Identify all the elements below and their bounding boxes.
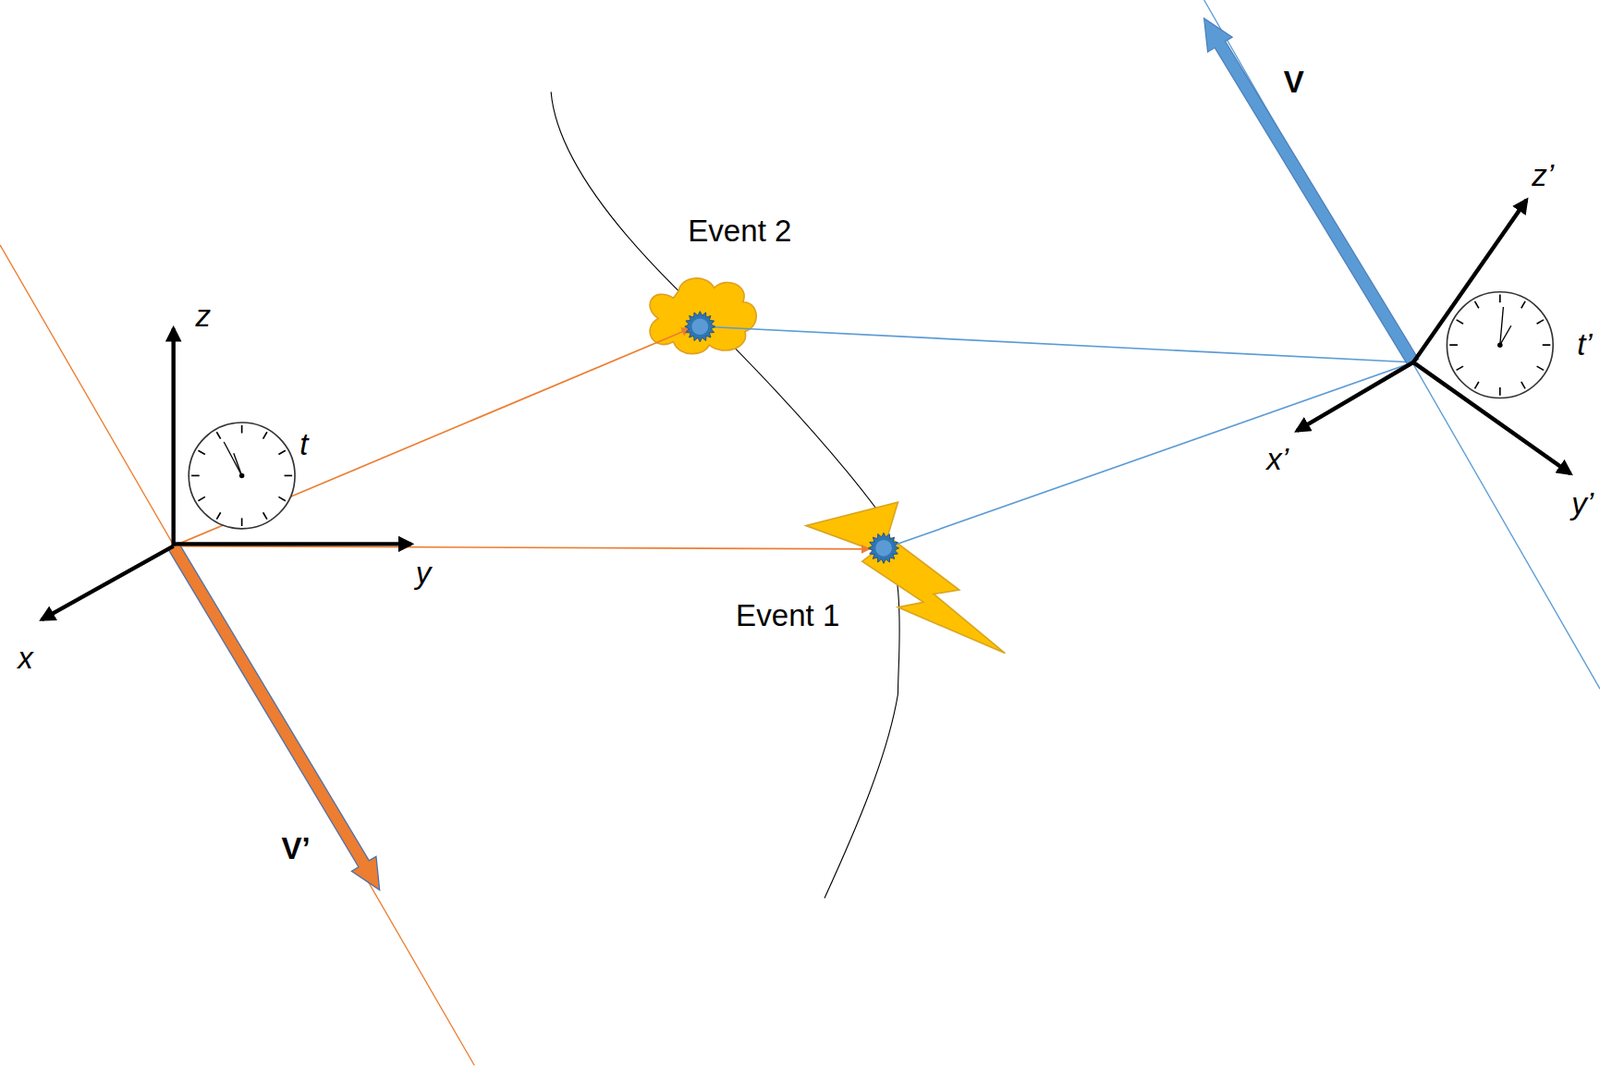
clock-tick	[1449, 343, 1458, 346]
clock-icon	[188, 422, 295, 529]
clock-tick	[278, 450, 285, 454]
clock-tick	[1521, 301, 1526, 308]
event-dot-core	[875, 539, 892, 557]
clock-hand	[1500, 325, 1512, 345]
clock-tick	[216, 431, 220, 439]
clock-tick	[1542, 343, 1552, 346]
clock-tick	[241, 517, 244, 526]
event-curve	[550, 91, 900, 898]
event-dot	[867, 532, 899, 563]
clock-label: t	[299, 427, 308, 461]
clock-icon	[1446, 292, 1553, 399]
clock-tick	[1499, 294, 1502, 304]
velocity-label: V’	[280, 830, 310, 865]
clock-tick	[263, 512, 268, 519]
axes-right	[1296, 199, 1571, 474]
blue-ray	[885, 362, 1414, 549]
axis-label: y’	[1571, 486, 1594, 520]
clock-tick	[1456, 366, 1464, 370]
clock-center	[239, 473, 245, 479]
clock-center	[1497, 341, 1503, 348]
event-dot-core	[691, 317, 709, 335]
clock-tick	[197, 450, 205, 454]
axis-line	[170, 328, 175, 546]
clock-tick	[1475, 381, 1479, 389]
orange-ray	[173, 546, 870, 550]
velocity-arrow	[1204, 18, 1419, 366]
clock-hand	[233, 452, 243, 476]
clock-tick	[191, 475, 200, 477]
worldline-left	[0, 244, 475, 1066]
clock-tick	[284, 475, 294, 477]
clock-tick	[1521, 381, 1526, 389]
axis-label: x’	[1266, 442, 1289, 477]
clock-tick	[278, 496, 285, 501]
axis-line	[41, 546, 173, 620]
clock-tick	[197, 496, 205, 501]
clock-tick	[1537, 319, 1544, 324]
axis-label: z	[195, 298, 211, 332]
clock-tick	[1475, 301, 1479, 308]
clock-tick	[241, 425, 244, 434]
clock-face	[1446, 292, 1553, 399]
velocity-label: V	[1283, 64, 1305, 98]
axis-line	[173, 541, 412, 546]
clock-tick	[263, 431, 268, 439]
orange-ray	[173, 328, 691, 546]
worldline-right	[1204, 0, 1600, 689]
axis-line	[1296, 362, 1414, 431]
cloud-shape	[649, 278, 757, 355]
event-label: Event 1	[735, 598, 840, 632]
clock-tick	[216, 512, 220, 519]
clock-tick	[1499, 387, 1502, 396]
event-dot	[684, 311, 716, 342]
velocity-arrow	[168, 542, 380, 890]
clock-tick	[1456, 319, 1464, 324]
axes-left	[41, 328, 412, 620]
event-label: Event 2	[687, 213, 792, 247]
axis-label: y	[415, 555, 432, 589]
clock-hand	[223, 441, 242, 476]
axis-label: x	[17, 640, 34, 674]
clock-label: t’	[1576, 327, 1593, 361]
axis-label: z’	[1531, 158, 1554, 193]
blue-ray	[704, 326, 1414, 363]
clock-tick	[1537, 366, 1544, 370]
clock-face	[188, 422, 295, 529]
